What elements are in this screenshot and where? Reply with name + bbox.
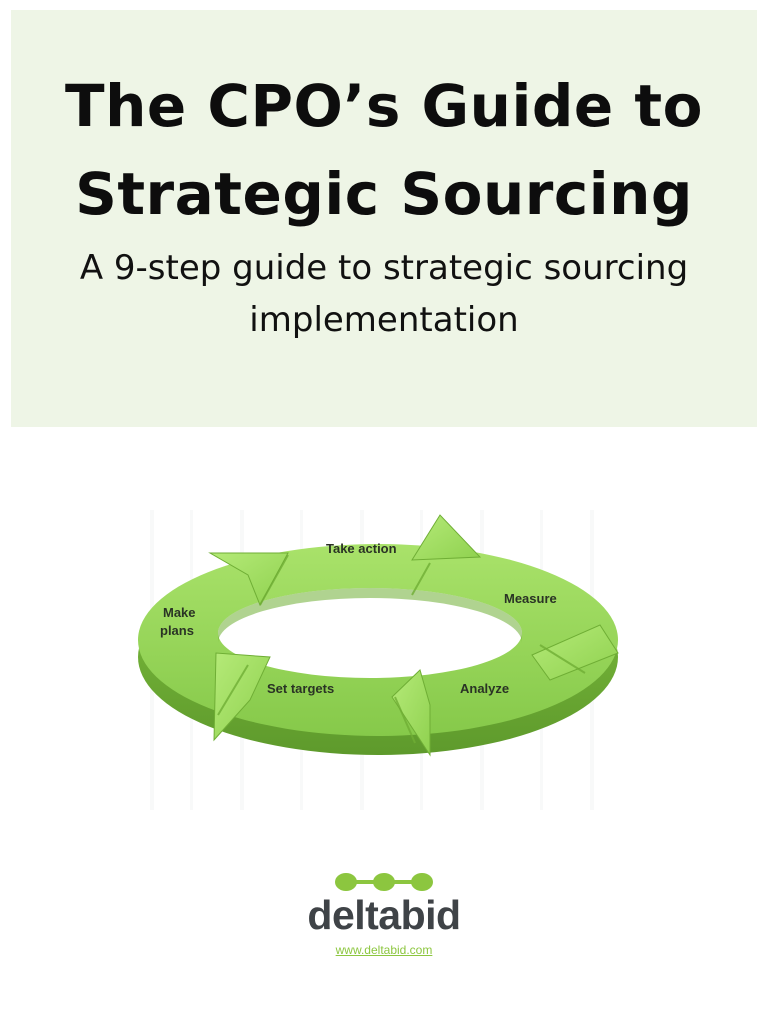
ring-hole-inner-wall [218,588,522,643]
segment-separators [217,554,586,744]
title-line-1: The CPO’s Guide to [65,72,703,140]
subtitle-line-2: implementation [249,300,519,340]
logo-dots-icon [335,873,433,891]
step-label-make: Make [163,605,196,620]
page-subtitle: A 9-step guide to strategic sourcing imp… [11,242,757,346]
cover-header: The CPO’s Guide to Strategic Sourcing A … [11,10,757,427]
cycle-arrows-graphic: Take action Measure Analyze Set targets … [138,510,619,810]
subtitle-line-1: A 9-step guide to strategic sourcing [79,248,689,288]
arrow-head-measure [531,624,619,681]
brand-url[interactable]: www.deltabid.com [284,943,484,957]
step-label-analyze: Analyze [460,681,509,696]
arrow-head-analyze [391,669,431,757]
website-link[interactable]: www.deltabid.com [335,943,433,957]
title-line-2: Strategic Sourcing [75,160,693,228]
step-label-plans: plans [160,623,194,638]
step-label-set-targets: Set targets [267,681,334,696]
step-label-measure: Measure [504,591,557,606]
brand-name: deltabid [307,892,461,938]
sourcing-cycle-diagram: Take action Measure Analyze Set targets … [130,505,640,825]
deltabid-logo[interactable]: deltabid www.deltabid.com [284,866,484,966]
arrow-head-set-targets [213,652,271,742]
ring-hole [218,588,522,678]
page-title: The CPO’s Guide to Strategic Sourcing [11,62,757,238]
step-label-take-action: Take action [326,541,397,556]
arrow-head-take-action [411,514,482,561]
